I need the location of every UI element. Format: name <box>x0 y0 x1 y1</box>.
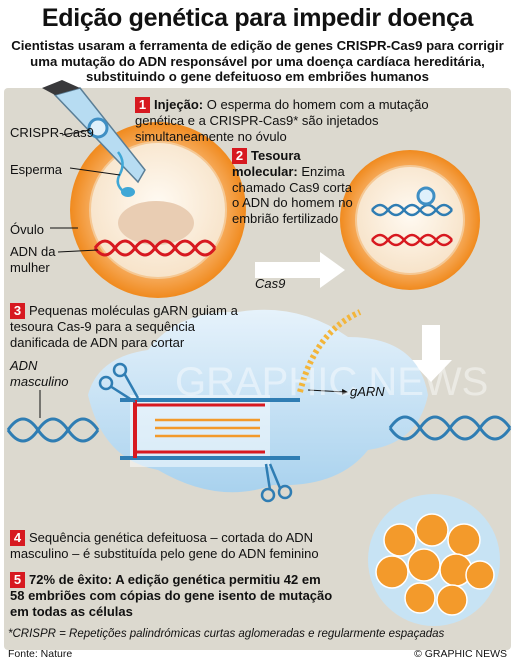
step-number: 5 <box>10 572 25 588</box>
page-title: Edição genética para impedir doença <box>41 4 474 32</box>
egg-step-1 <box>70 122 246 298</box>
egg-step-2 <box>340 150 480 290</box>
label-cas9: Cas9 <box>255 276 286 291</box>
scissors-icon <box>98 362 140 404</box>
label-adn-masculino: ADN masculino <box>10 358 69 389</box>
watermark: GRAPHIC NEWS <box>175 360 488 404</box>
footnote: *CRISPR = Repetições palindrómicas curta… <box>8 628 445 640</box>
label-crispr: CRISPR-Cas9 <box>10 125 94 140</box>
label-ovulo: Óvulo <box>10 222 44 237</box>
injection-pipette <box>42 80 146 197</box>
step-number: 4 <box>10 530 25 546</box>
leader-lines <box>39 129 121 418</box>
label-adn-mulher: ADN da mulher <box>10 244 56 275</box>
label-esperma: Esperma <box>10 162 63 177</box>
step-number: 3 <box>10 303 25 319</box>
cell-dna-repair <box>6 309 512 493</box>
page-subtitle: Cientistas usaram a ferramenta de edição… <box>11 38 504 84</box>
embryo-cluster <box>368 494 500 626</box>
step-number: 2 <box>232 148 247 164</box>
flow-arrows <box>255 252 452 382</box>
credit: © GRAPHIC NEWS <box>414 648 507 660</box>
label-garn: gARN <box>350 384 385 399</box>
scissors-icon <box>260 463 293 503</box>
step-number: 1 <box>135 97 150 113</box>
female-dna-helix-1 <box>93 239 217 257</box>
source: Fonte: Nature <box>8 648 73 660</box>
